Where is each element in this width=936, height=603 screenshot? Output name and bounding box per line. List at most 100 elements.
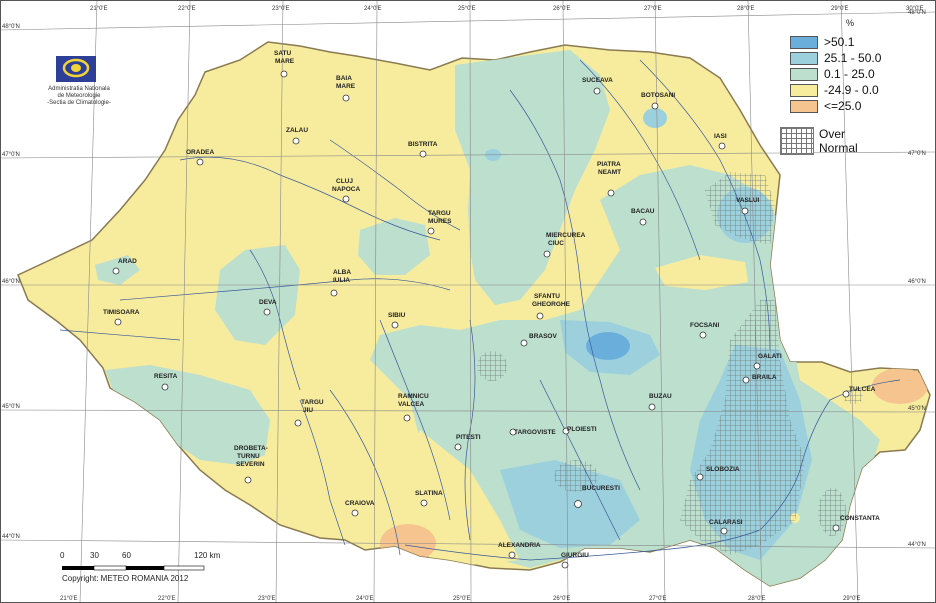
city-resita: RESITA [154,373,178,391]
cities: SATU MARE BAIA MARE SUCEAVA BOTOSANI IAS… [103,50,880,569]
legend-swatch [790,67,818,81]
svg-text:BISTRITA: BISTRITA [408,141,438,148]
legend-unit: % [846,18,855,28]
city-ramnicu-valcea: RAMNICU VALCEA [398,393,429,422]
svg-text:BACAU: BACAU [631,208,655,215]
svg-text:BRAILA: BRAILA [752,374,777,381]
svg-text:SFANTU: SFANTU [534,293,560,300]
city-timisoara: TIMISOARA [103,309,140,326]
svg-text:NEAMT: NEAMT [598,169,621,176]
legend-label: >50.1 [824,35,855,49]
zone-max-blue [586,332,630,360]
zone-east-yellow [655,255,748,290]
city-alexandria: ALEXANDRIA [498,542,541,559]
grid-label-top: 24°0'E [364,6,382,12]
grid-label-bottom: 21°0'E [60,596,78,602]
scale-bar [62,565,205,571]
svg-text:MARE: MARE [336,83,356,90]
svg-text:CIUC: CIUC [548,240,564,247]
grid-label-bottom: 29°0'E [843,596,861,602]
svg-text:ORADEA: ORADEA [186,149,214,156]
city-targu-jiu: TARGU JIU [294,399,324,427]
svg-text:PITESTI: PITESTI [456,434,481,441]
legend-swatch [790,83,818,97]
scale-tick-label: 30 [90,551,99,560]
city-baia-mare: BAIA MARE [336,75,356,102]
zone-north-east [455,50,610,305]
city-miercurea-ciuc: MIERCUREA CIUC [543,232,586,258]
svg-text:MIERCUREA: MIERCUREA [546,232,586,239]
svg-text:MURES: MURES [428,218,452,225]
grid-label-left: 47°0'N [2,152,20,158]
legend-label: 0.1 - 25.0 [824,67,875,81]
grid-label-bottom: 23°0'E [258,596,276,602]
grid-label-top: 29°0'E [831,6,849,12]
svg-text:TARGU: TARGU [301,399,324,406]
grid-label-right: 47°0'N [908,151,926,157]
city-pitesti: PITESTI [454,434,481,451]
city-bacau: BACAU [631,208,655,226]
grid-label-right: 45°0'N [908,406,926,412]
city-focsani: FOCSANI [690,322,719,339]
logo-line: de Meteorologie [57,93,101,99]
grid-label-top: 22°0'E [178,6,196,12]
svg-text:TARGOVISTE: TARGOVISTE [514,429,556,436]
grid-label-bottom: 27°0'E [649,596,667,602]
hatch-swatch [780,127,814,155]
legend-label: -24.9 - 0.0 [824,83,879,97]
over-normal-constanta [818,488,846,536]
svg-text:BUZAU: BUZAU [649,393,672,400]
svg-text:IASI: IASI [714,133,727,140]
svg-text:ARAD: ARAD [118,258,137,265]
svg-text:BUCURESTI: BUCURESTI [582,485,620,492]
legend-swatch [790,99,818,113]
svg-text:GIURGIU: GIURGIU [561,552,589,559]
grid-label-bottom: 26°0'E [553,596,571,602]
svg-text:BRASOV: BRASOV [529,333,557,340]
city-galati: GALATI [753,353,782,370]
svg-text:NAPOCA: NAPOCA [332,186,360,193]
svg-text:GALATI: GALATI [758,353,782,360]
logo-text: Administratia Nationala de Meteorologie … [40,86,118,107]
city-vaslui: VASLUI [736,197,760,215]
svg-text:VALCEA: VALCEA [398,401,425,408]
city-targu-mures: TARGU MURES [427,210,452,235]
grid-label-bottom: 22°0'E [158,596,176,602]
svg-text:CALARASI: CALARASI [709,519,743,526]
logo-line: Administratia Nationala [48,86,110,92]
svg-text:TULCEA: TULCEA [849,386,876,393]
scale-tick-label: 60 [122,551,131,560]
legend-item: >50.1 [790,34,900,50]
svg-text:GHEORGHE: GHEORGHE [532,301,571,308]
svg-text:DEVA: DEVA [259,299,277,306]
zone-deva [215,245,300,345]
over-normal-line: Over [819,127,846,141]
svg-text:SEVERIN: SEVERIN [236,461,265,468]
legend-swatch [790,51,818,65]
svg-text:IULIA: IULIA [333,277,350,284]
svg-text:MARE: MARE [275,58,295,65]
over-normal-vaslui [705,172,775,245]
zone-small-blue-2 [643,108,667,128]
city-suceava: SUCEAVA [582,77,613,95]
over-normal-line: Normal [819,141,858,155]
svg-text:VASLUI: VASLUI [736,197,760,204]
legend: >50.1 25.1 - 50.0 0.1 - 25.0 -24.9 - 0.0… [790,34,900,114]
city-sfantu-gheorghe: SFANTU GHEORGHE [532,293,571,320]
grid-label-left: 48°0'N [2,24,20,30]
city-slobozia: SLOBOZIA [696,466,740,481]
city-tulcea: TULCEA [842,386,876,398]
svg-text:SLATINA: SLATINA [415,490,443,497]
city-giurgiu: GIURGIU [561,552,589,569]
logo-emblem [56,56,96,82]
city-slatina: SLATINA [415,490,443,507]
grid-label-top: 26°0'E [553,6,571,12]
over-normal-east [680,300,805,555]
svg-text:SLOBOZIA: SLOBOZIA [706,466,740,473]
over-normal-valcea [477,351,507,381]
svg-text:PIATRA: PIATRA [597,161,621,168]
grid-label-top: 25°0'E [458,6,476,12]
svg-text:JIU: JIU [303,407,313,414]
